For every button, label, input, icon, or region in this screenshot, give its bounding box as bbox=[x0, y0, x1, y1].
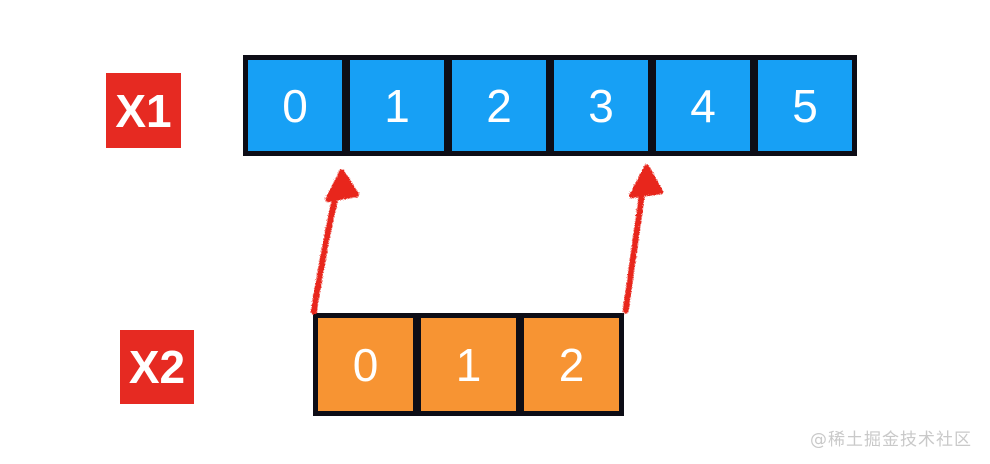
row-label-x1: X1 bbox=[106, 73, 181, 148]
arrow-right-icon bbox=[622, 163, 663, 313]
array-x1-cell-4: 4 bbox=[651, 55, 755, 156]
array-x1-cell-1: 1 bbox=[345, 55, 449, 156]
array-x1-cell-5: 5 bbox=[753, 55, 857, 156]
arrow-left-icon bbox=[310, 168, 359, 314]
row-label-x2: X2 bbox=[120, 330, 194, 404]
array-x2: 0 1 2 bbox=[313, 313, 624, 416]
array-x2-cell-2: 2 bbox=[519, 313, 624, 416]
array-x2-cell-1: 1 bbox=[416, 313, 521, 416]
array-x1-cell-0: 0 bbox=[243, 55, 347, 156]
array-x1-cell-3: 3 bbox=[549, 55, 653, 156]
watermark-text: @稀土掘金技术社区 bbox=[810, 430, 972, 450]
array-x2-cell-0: 0 bbox=[313, 313, 418, 416]
array-x1: 0 1 2 3 4 5 bbox=[243, 55, 857, 156]
array-x1-cell-2: 2 bbox=[447, 55, 551, 156]
